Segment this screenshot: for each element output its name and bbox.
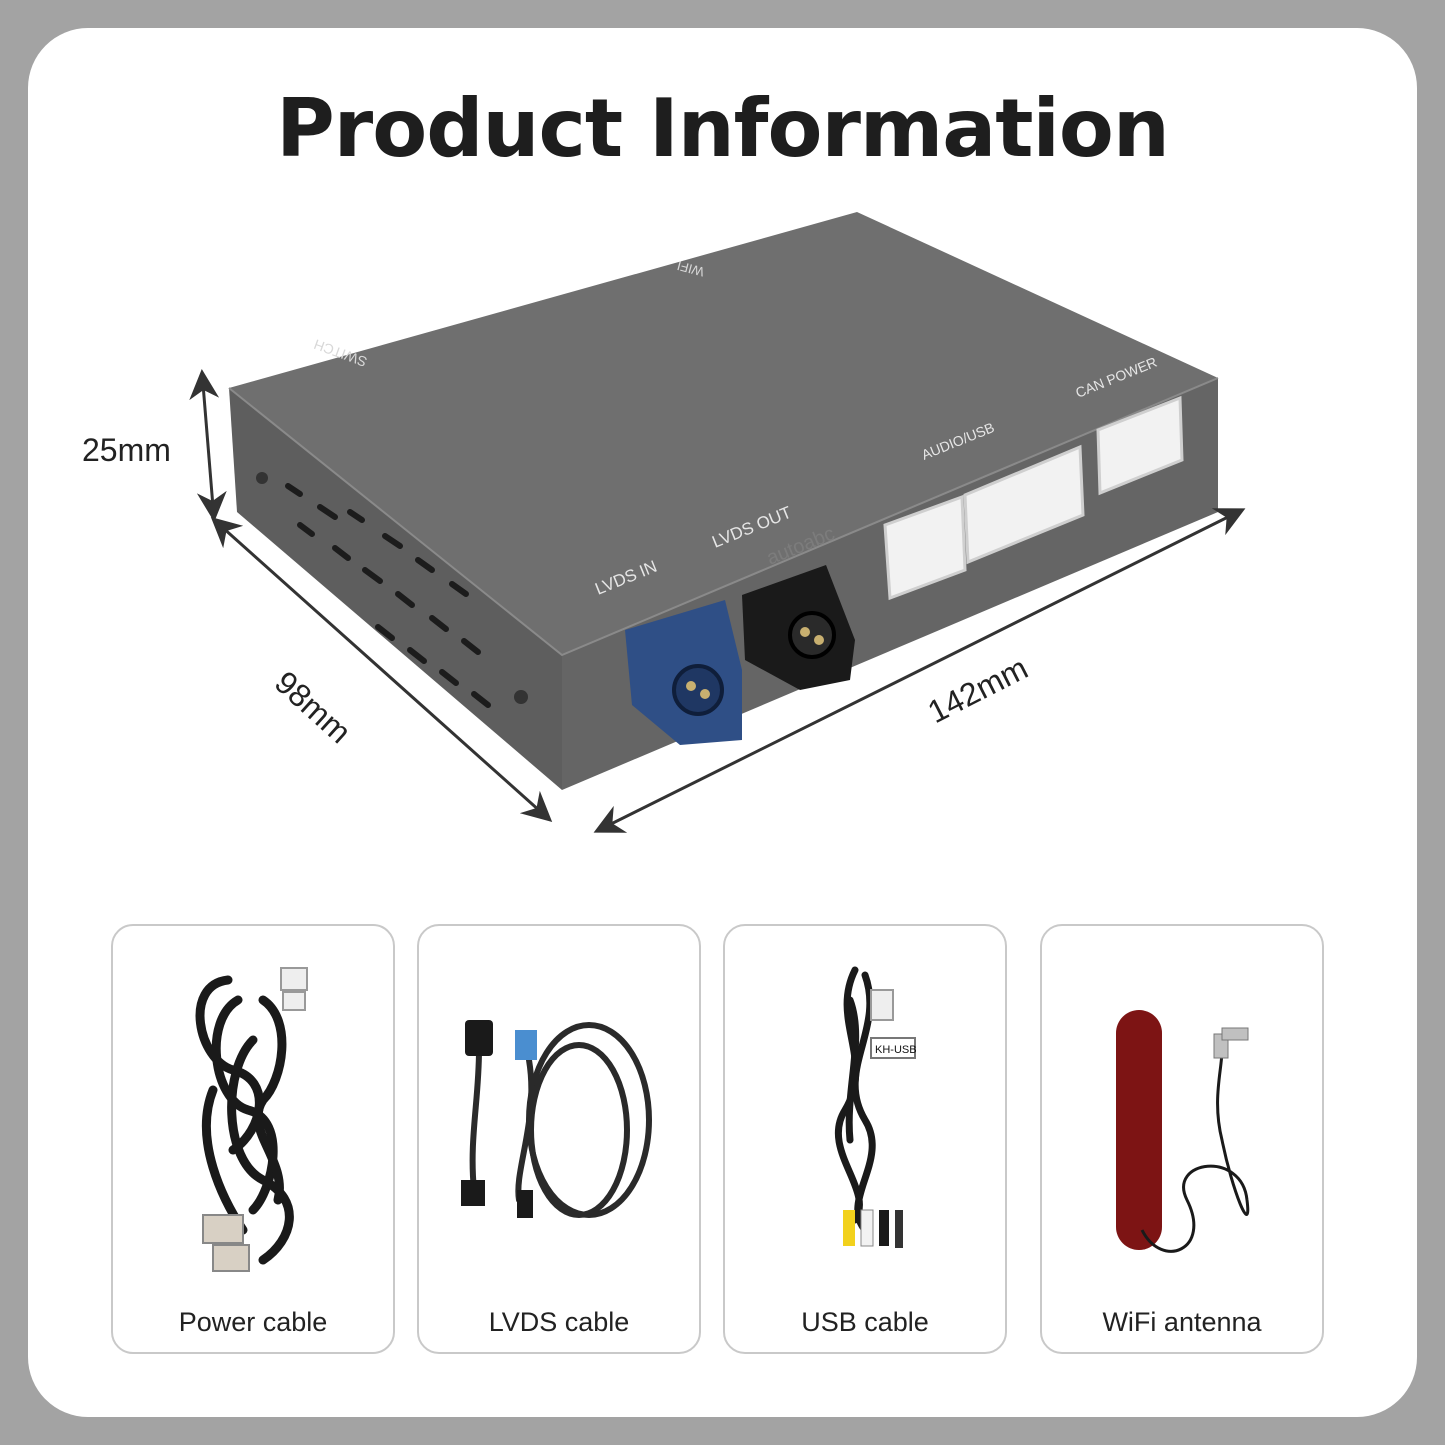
accessory-label: USB cable bbox=[801, 1307, 929, 1337]
usb-tag: KH-USB bbox=[875, 1044, 917, 1056]
height-arrow bbox=[189, 369, 227, 522]
usb-cable-icon: KH-USB bbox=[835, 966, 917, 1248]
page-title: Product Information bbox=[276, 82, 1170, 175]
accessory-power-cable: Power cable bbox=[111, 924, 395, 1354]
depth-arrow bbox=[210, 517, 553, 822]
wifi-label: WIFI bbox=[675, 258, 705, 280]
accessory-label: Power cable bbox=[178, 1307, 328, 1337]
height-dimension: 25mm bbox=[82, 432, 171, 468]
width-arrow bbox=[593, 508, 1246, 833]
device-illustration: SWITCH WIFI LVDS IN LVDS OUT AUDIO/USB C… bbox=[189, 212, 1246, 833]
accessory-lvds-cable: LVDS cable bbox=[417, 924, 701, 1354]
accessory-label: LVDS cable bbox=[488, 1307, 630, 1337]
power-cable-icon bbox=[195, 967, 308, 1272]
can-power-port bbox=[1096, 395, 1184, 496]
accessory-label: WiFi antenna bbox=[1102, 1307, 1262, 1337]
lvds-cable-icon bbox=[461, 1020, 652, 1218]
accessory-usb-cable: KH-USB USB cable bbox=[723, 924, 1007, 1354]
wifi-antenna-icon bbox=[1116, 1010, 1250, 1253]
accessory-wifi-antenna: WiFi antenna bbox=[1040, 924, 1324, 1354]
